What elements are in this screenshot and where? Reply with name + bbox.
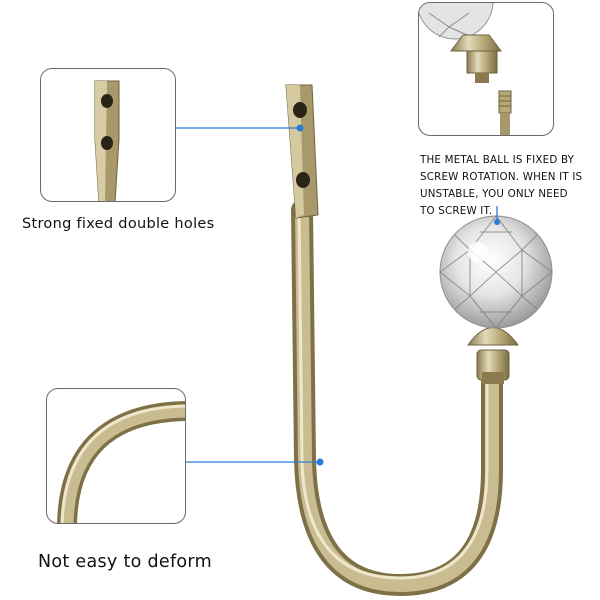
brass-collar [467,327,519,384]
screw-note-line-3: UNSTABLE, YOU ONLY NEED [420,188,568,200]
bend-closeup-image [57,401,185,523]
screw-closeup-image [419,3,512,135]
screw-hole-top [293,102,307,118]
closeup-hole-bottom [101,136,113,150]
crystal-ball-knob [439,215,553,329]
threaded-screw-icon [498,90,512,135]
bend-closeup-panel [46,388,186,524]
screw-note: THE METAL BALL IS FIXED BY SCREW ROTATIO… [420,152,596,220]
screw-note-line-2: SCREW ROTATION. WHEN IT IS [420,171,583,183]
screw-note-line-1: THE METAL BALL IS FIXED BY [420,154,575,166]
closeup-hole-top [101,94,113,108]
mounting-plate [285,84,319,219]
deform-caption: Not easy to deform [38,552,212,572]
holes-closeup-panel [40,68,176,202]
plate-closeup-image [94,80,120,201]
holes-caption: Strong fixed double holes [22,216,215,232]
screw-closeup-panel [418,2,554,136]
screw-note-line-4: TO SCREW IT. [420,205,493,217]
screw-hole-bottom [296,172,310,188]
